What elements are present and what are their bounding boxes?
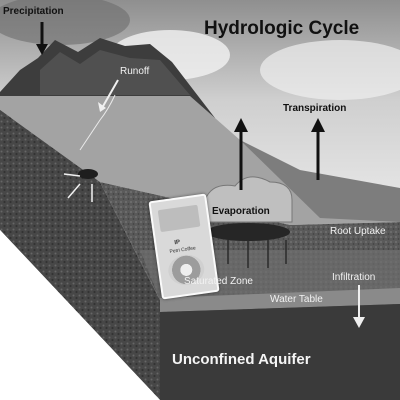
surface-flow-arrows xyxy=(63,173,93,202)
label-saturated-zone: Saturated Zone xyxy=(184,276,253,287)
precipitation-arrow xyxy=(36,22,48,55)
label-evaporation: Evaporation xyxy=(212,206,270,217)
label-transpiration: Transpiration xyxy=(283,103,347,114)
label-water-table: Water Table xyxy=(270,294,323,305)
evaporation-arrow xyxy=(234,118,248,190)
label-unconfined-aquifer: Unconfined Aquifer xyxy=(172,351,311,368)
label-precipitation: Precipitation xyxy=(3,6,64,17)
transpiration-arrow xyxy=(311,118,325,180)
label-root-uptake: Root Uptake xyxy=(330,226,386,237)
downward-seepage-arrows xyxy=(227,240,287,268)
infiltration-arrow xyxy=(353,285,365,328)
diagram-title: Hydrologic Cycle xyxy=(204,18,360,39)
label-runoff: Runoff xyxy=(120,66,150,77)
label-infiltration: Infiltration xyxy=(332,272,376,283)
runoff-arrow xyxy=(98,79,119,112)
